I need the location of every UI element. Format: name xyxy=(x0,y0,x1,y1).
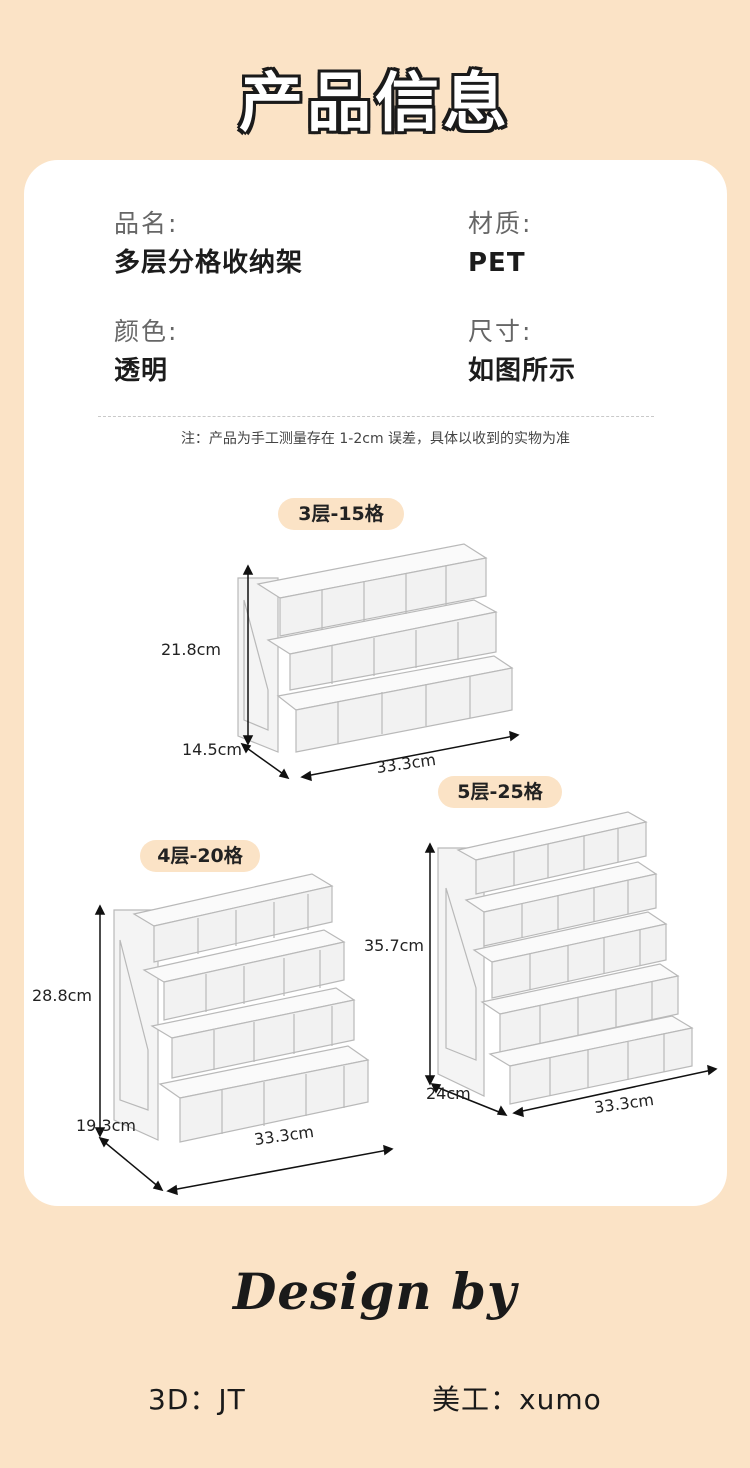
spec-material-label: 材质: xyxy=(468,209,533,238)
product-info-card: 品名: 多层分格收纳架 材质: PET 颜色: 透明 尺寸: 如图所示 注：产品… xyxy=(24,160,727,1206)
rack-5-depth-label: 24cm xyxy=(426,1084,471,1103)
variant-tag-4-tier: 4层-20格 xyxy=(140,840,260,872)
rack-3-depth-label: 14.5cm xyxy=(182,740,243,759)
spec-name: 品名: 多层分格收纳架 xyxy=(114,208,303,280)
spec-size: 尺寸: 如图所示 xyxy=(468,316,576,388)
variant-tag-3-tier: 3层-15格 xyxy=(278,498,404,530)
variant-tag-5-tier: 5层-25格 xyxy=(438,776,562,808)
credit-3d: 3D：JT xyxy=(148,1383,246,1416)
rack-4-height-label: 28.8cm xyxy=(32,986,93,1005)
spec-color-value: 透明 xyxy=(114,356,169,386)
design-by-signature: Design by xyxy=(232,1262,518,1321)
rack-5-height-label: 35.7cm xyxy=(364,936,425,955)
spec-material: 材质: PET xyxy=(468,208,532,280)
dashed-divider xyxy=(98,416,654,417)
rack-3-height-label: 21.8cm xyxy=(161,640,222,659)
page-title: 产品信息 xyxy=(239,67,511,141)
rack-3-tier-illustration xyxy=(237,543,520,782)
spec-color-label: 颜色: xyxy=(114,317,179,346)
measurement-note: 注：产品为手工测量存在 1-2cm 误差，具体以收到的实物为准 xyxy=(180,431,571,447)
spec-size-value: 如图所示 xyxy=(468,356,577,386)
spec-color: 颜色: 透明 xyxy=(114,316,178,388)
credit-art: 美工：xumo xyxy=(432,1383,602,1416)
rack-4-depth-label: 19.3cm xyxy=(76,1116,137,1135)
spec-name-value: 多层分格收纳架 xyxy=(114,248,304,278)
rack-4-tier-illustration xyxy=(94,873,394,1196)
spec-material-value: PET xyxy=(468,248,526,278)
rack-5-tier-illustration xyxy=(424,811,718,1118)
spec-size-label: 尺寸: xyxy=(468,317,533,346)
spec-name-label: 品名: xyxy=(114,209,179,238)
